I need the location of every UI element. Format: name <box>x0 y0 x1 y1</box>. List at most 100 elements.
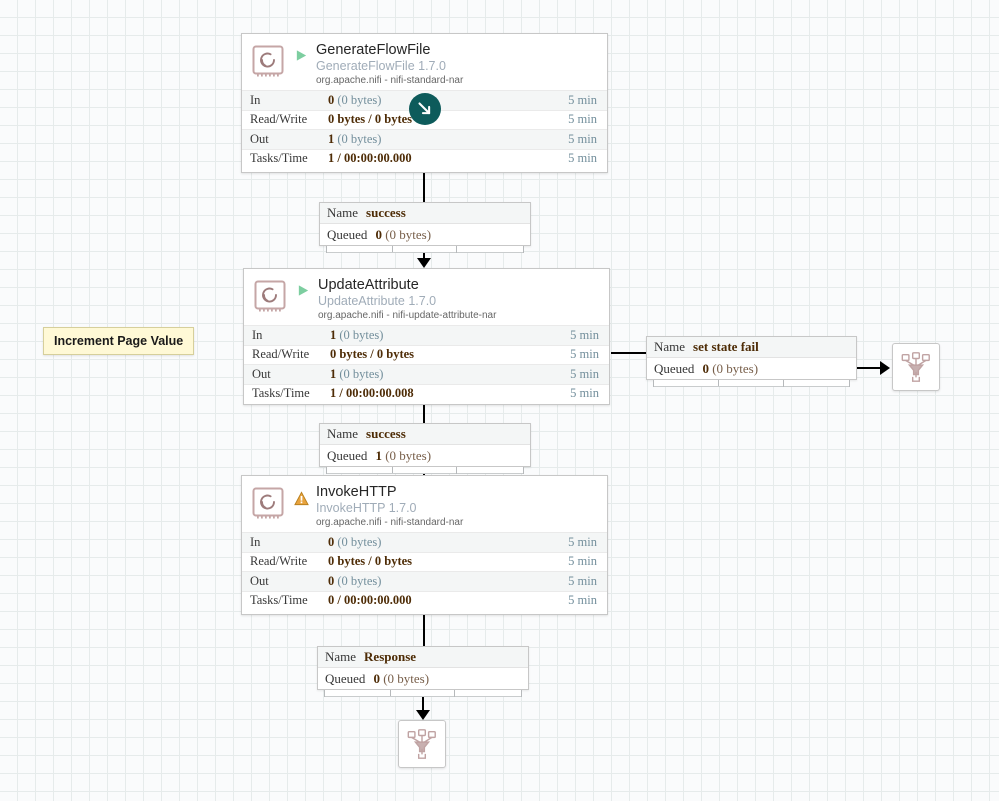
connection-label-set-state-fail[interactable]: Name set state fail Queued 0 (0 bytes) <box>646 336 857 387</box>
funnel-right[interactable] <box>892 343 940 391</box>
connection-value-name: success <box>366 205 406 220</box>
connection-value-name: Response <box>364 649 417 664</box>
connection-value-name: success <box>366 426 406 441</box>
connection-key-queued: Queued <box>325 670 366 686</box>
stat-label: In <box>250 534 261 549</box>
stat-value: 1 (0 bytes) <box>330 327 384 342</box>
processor-stat-row-out: Out 0 (0 bytes) 5 min <box>242 571 607 591</box>
stat-time: 5 min <box>570 386 599 401</box>
stat-value: 0 bytes / 0 bytes <box>330 347 415 362</box>
stat-value: 0 bytes / 0 bytes <box>328 112 413 127</box>
connection-value-queued: 0 (0 bytes) <box>702 360 759 376</box>
connection-edge-updateattribute-success[interactable] <box>423 405 425 424</box>
processor-bundle: org.apache.nifi - nifi-update-attribute-… <box>318 310 497 321</box>
stat-value: 1 / 00:00:00.008 <box>330 386 414 401</box>
processor-stat-row-readwrite: Read/Write 0 bytes / 0 bytes 5 min <box>242 551 607 572</box>
processor-type: UpdateAttribute 1.7.0 <box>318 294 437 308</box>
connection-queued-row: Queued 0 (0 bytes) <box>647 358 856 379</box>
stat-label: In <box>252 327 263 342</box>
processor-header: GenerateFlowFile GenerateFlowFile 1.7.0 … <box>242 34 607 90</box>
processor-stat-row-in: In 0 (0 bytes) 5 min <box>242 532 607 552</box>
arrow-cursor-icon <box>409 93 441 125</box>
stat-label: Out <box>250 573 269 588</box>
connection-queue-bar <box>324 690 522 697</box>
stat-value: 0 bytes / 0 bytes <box>328 554 413 569</box>
stat-label: Read/Write <box>252 347 310 362</box>
processor-type: InvokeHTTP 1.7.0 <box>316 501 417 515</box>
connection-value-name: set state fail <box>693 339 759 354</box>
connection-key-queued: Queued <box>654 360 695 376</box>
connection-arrow-updateattribute <box>417 258 431 268</box>
connection-name-row: Name set state fail <box>647 337 856 358</box>
processor-stat-row-taskstime: Tasks/Time 1 / 00:00:00.000 5 min <box>242 148 607 169</box>
connection-queued-row: Queued 0 (0 bytes) <box>320 224 530 245</box>
processor-header: UpdateAttribute UpdateAttribute 1.7.0 or… <box>244 269 609 325</box>
play-icon <box>294 284 312 302</box>
stat-time: 5 min <box>568 131 597 146</box>
connection-label-response[interactable]: Name Response Queued 0 (0 bytes) <box>317 646 529 697</box>
stat-time: 5 min <box>568 593 597 608</box>
connection-edge-generateflowfile-success[interactable] <box>423 172 425 203</box>
stat-time: 5 min <box>570 347 599 362</box>
stat-value: 1 / 00:00:00.000 <box>328 151 412 166</box>
stat-time: 5 min <box>568 92 597 107</box>
stat-value: 0 (0 bytes) <box>328 92 382 107</box>
connection-edge-setstatefail-funnel[interactable] <box>856 367 887 369</box>
processor-name: GenerateFlowFile <box>316 42 431 58</box>
funnel-bottom[interactable] <box>398 720 446 768</box>
processor-titles: InvokeHTTP InvokeHTTP 1.7.0 org.apache.n… <box>316 484 599 529</box>
connection-queued-row: Queued 0 (0 bytes) <box>318 668 528 689</box>
stat-value: 1 (0 bytes) <box>330 366 384 381</box>
stat-time: 5 min <box>568 554 597 569</box>
stat-label: In <box>250 92 261 107</box>
stat-label: Out <box>252 366 271 381</box>
connection-edge-success-updateattribute[interactable] <box>423 245 425 263</box>
processor-name: UpdateAttribute <box>318 277 419 293</box>
connection-name-row: Name success <box>320 203 530 224</box>
connection-value-queued: 0 (0 bytes) <box>373 670 430 686</box>
connection-label-success-2[interactable]: Name success Queued 1 (0 bytes) <box>319 423 531 474</box>
processor-updateattribute[interactable]: UpdateAttribute UpdateAttribute 1.7.0 or… <box>243 268 610 405</box>
connection-edge-invokehttp-response[interactable] <box>423 614 425 647</box>
processor-icon <box>252 278 288 314</box>
processor-stat-row-readwrite: Read/Write 0 bytes / 0 bytes 5 min <box>244 344 609 365</box>
connection-key-name: Name <box>654 339 686 354</box>
connection-queue-bar <box>326 467 524 474</box>
warning-icon[interactable] <box>292 491 310 511</box>
funnel-icon <box>407 729 436 759</box>
processor-header: InvokeHTTP InvokeHTTP 1.7.0 org.apache.n… <box>242 476 607 532</box>
processor-invokehttp[interactable]: InvokeHTTP InvokeHTTP 1.7.0 org.apache.n… <box>241 475 608 615</box>
connection-queued-row: Queued 1 (0 bytes) <box>320 445 530 466</box>
processor-bundle: org.apache.nifi - nifi-standard-nar <box>316 75 464 86</box>
processor-stat-row-taskstime: Tasks/Time 1 / 00:00:00.008 5 min <box>244 383 609 404</box>
processor-titles: GenerateFlowFile GenerateFlowFile 1.7.0 … <box>316 42 599 87</box>
connection-key-queued: Queued <box>327 226 368 242</box>
connection-edge-updateattribute-setstatefail[interactable] <box>611 352 648 354</box>
connection-key-name: Name <box>325 649 357 664</box>
processor-icon <box>250 485 286 521</box>
connection-name-row: Name Response <box>318 647 528 668</box>
stat-value: 0 (0 bytes) <box>328 534 382 549</box>
funnel-icon <box>901 352 930 382</box>
stat-value: 1 (0 bytes) <box>328 131 382 146</box>
stat-time: 5 min <box>568 151 597 166</box>
stat-label: Read/Write <box>250 112 308 127</box>
stat-value: 0 (0 bytes) <box>328 573 382 588</box>
processor-bundle: org.apache.nifi - nifi-standard-nar <box>316 517 464 528</box>
connection-value-queued: 0 (0 bytes) <box>375 226 432 242</box>
connection-edge-response-funnel[interactable] <box>422 690 424 716</box>
connection-key-queued: Queued <box>327 447 368 463</box>
processor-stat-row-out: Out 1 (0 bytes) 5 min <box>242 129 607 149</box>
processor-stat-row-taskstime: Tasks/Time 0 / 00:00:00.000 5 min <box>242 590 607 611</box>
stat-time: 5 min <box>568 112 597 127</box>
stat-time: 5 min <box>570 327 599 342</box>
processor-titles: UpdateAttribute UpdateAttribute 1.7.0 or… <box>318 277 601 322</box>
stat-label: Tasks/Time <box>250 151 308 166</box>
connection-edge-success-invokehttp[interactable] <box>423 466 425 483</box>
canvas-label-increment-page-value[interactable]: Increment Page Value <box>43 327 195 355</box>
connection-name-row: Name success <box>320 424 530 445</box>
connection-label-success-1[interactable]: Name success Queued 0 (0 bytes) <box>319 202 531 253</box>
connection-key-name: Name <box>327 426 359 441</box>
stat-time: 5 min <box>568 534 597 549</box>
